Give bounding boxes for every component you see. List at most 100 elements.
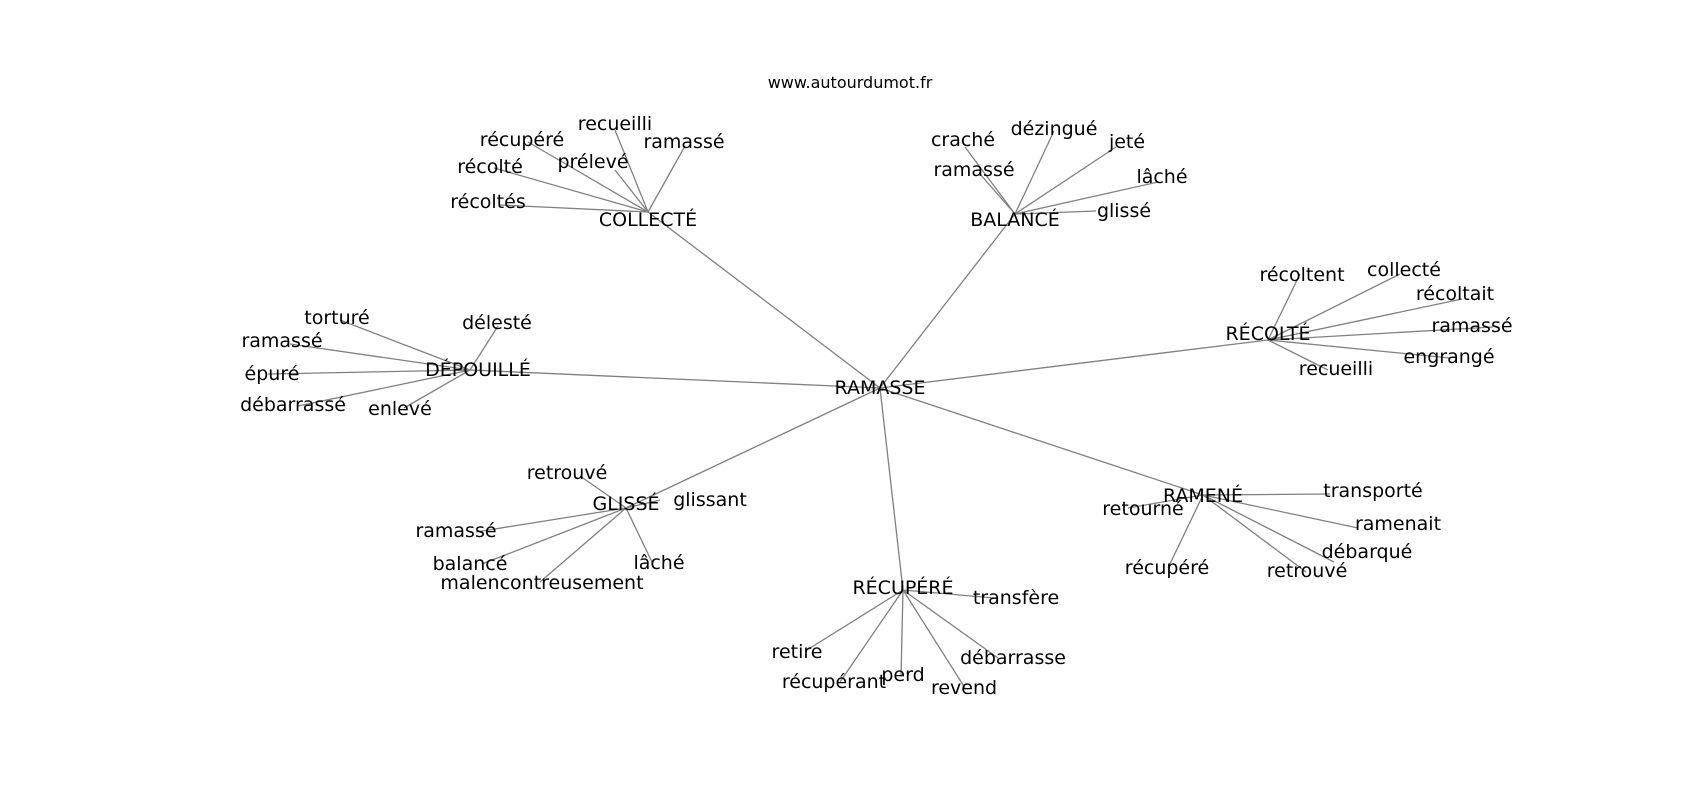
edge-recupere-leaf [902, 589, 995, 599]
leaf-node-label: délesté [462, 312, 532, 334]
edge-root-balance [879, 213, 1016, 389]
edge-depouille-leaf [297, 369, 471, 407]
edge-balance-leaf [964, 146, 1016, 215]
leaf-node-label: jeté [1108, 131, 1145, 153]
leaf-node-label: engrangé [1403, 346, 1494, 368]
leaf-node-label: malencontreusement [440, 572, 643, 594]
edge-recolte-leaf [1267, 273, 1401, 341]
edge-ramene-leaf [1202, 494, 1335, 563]
leaf-node-label: transfère [973, 587, 1059, 609]
leaf-node-label: enlevé [368, 398, 432, 420]
edge-collecte-leaf [527, 141, 649, 213]
leaf-node-label: récoltés [450, 191, 525, 213]
edge-ramene-leaf [1167, 494, 1204, 569]
leaf-node-label: transporté [1323, 480, 1422, 502]
leaf-node-label: torturé [304, 307, 369, 329]
leaf-node-label: ramassé [933, 159, 1014, 181]
leaf-node-label: ramassé [1431, 315, 1512, 337]
leaf-node-label: débarrassé [240, 394, 346, 416]
edge-root-glisse [625, 387, 881, 509]
leaf-node-label: ramassé [643, 131, 724, 153]
edge-glisse-leaf [475, 507, 627, 533]
leaf-node-label: perd [881, 664, 924, 686]
edge-recupere-leaf [902, 589, 999, 659]
hub-node-label-ramene: RAMENÉ [1163, 484, 1243, 507]
leaf-node-label: récupérant [782, 671, 886, 693]
edge-recolte-leaf [1267, 298, 1463, 341]
leaf-node-label: recueilli [1299, 358, 1373, 380]
hub-node-label-recupere: RÉCUPÉRÉ [852, 576, 953, 599]
edge-recupere-leaf [839, 589, 904, 683]
edge-ramene-leaf [1202, 493, 1331, 496]
leaf-node-label: récoltait [1416, 283, 1494, 305]
edge-collecte-leaf [614, 169, 649, 213]
edge-root-depouille [469, 369, 881, 389]
leaf-node-label: récupéré [1125, 557, 1209, 579]
leaf-node-label: revend [931, 677, 997, 699]
edge-root-recupere [879, 387, 904, 591]
edge-collecte-leaf [647, 145, 686, 213]
edge-collecte-leaf [614, 129, 649, 213]
leaf-node-label: dézingué [1011, 118, 1098, 140]
edge-recupere-leaf [806, 589, 904, 651]
leaf-node-label: récolté [457, 156, 523, 178]
edge-recolte-leaf [1267, 326, 1494, 341]
edge-ramene-leaf [1127, 494, 1204, 509]
edge-root-ramene [879, 387, 1204, 496]
edge-ramene-leaf [1202, 494, 1359, 529]
leaf-node-label: prélevé [557, 151, 628, 173]
edge-glisse-leaf [625, 499, 661, 509]
edge-depouille-leaf [267, 369, 471, 375]
edges-layer [267, 129, 1494, 689]
edge-recolte-leaf [1267, 339, 1329, 371]
edge-root-recolte [879, 339, 1269, 389]
leaf-node-label: lâché [1136, 166, 1187, 188]
hub-node-label-collecte: COLLECTÉ [599, 208, 697, 231]
edge-depouille-leaf [403, 369, 471, 409]
leaf-node-label: craché [931, 129, 995, 151]
edge-recupere-leaf [902, 589, 966, 689]
leaf-node-label: glissé [1097, 200, 1151, 222]
leaf-node-label: ramassé [241, 330, 322, 352]
edge-recolte-leaf [1267, 273, 1301, 341]
leaf-node-label: glissant [673, 489, 747, 511]
leaf-node-label: retrouvé [527, 462, 608, 484]
edge-balance-leaf [1014, 210, 1097, 215]
leaf-node-label: retourné [1102, 498, 1183, 520]
edge-collecte-leaf [499, 204, 649, 213]
leaf-node-label: récupéré [480, 129, 564, 151]
edge-glisse-leaf [579, 475, 627, 509]
edge-recupere-leaf [900, 589, 904, 677]
edge-balance-leaf [1014, 181, 1159, 215]
edge-recolte-leaf [1267, 339, 1451, 359]
leaf-node-label: débarrasse [960, 647, 1066, 669]
edge-glisse-leaf [539, 507, 627, 583]
edge-glisse-leaf [481, 507, 627, 565]
edge-balance-leaf [979, 173, 1016, 215]
edge-balance-leaf [1014, 146, 1117, 215]
leaf-node-label: collecté [1367, 259, 1441, 281]
leaf-node-label: épuré [245, 363, 300, 385]
hub-node-label-recolte: RÉCOLTÉ [1225, 322, 1310, 345]
hub-node-label-balance: BALANCÉ [970, 208, 1060, 231]
hub-node-label-depouille: DÉPOUILLÉ [425, 358, 531, 381]
hub-node-label-glisse: GLISSÉ [592, 492, 659, 515]
leaf-node-label: ramassé [415, 520, 496, 542]
edge-depouille-leaf [289, 343, 471, 371]
edge-depouille-leaf [339, 319, 471, 371]
leaf-node-label: débarqué [1322, 541, 1413, 563]
edge-ramene-leaf [1202, 494, 1307, 573]
leaf-node-label: retire [772, 641, 823, 663]
leaf-node-label: balancé [433, 553, 508, 575]
labels-layer: RAMASSECOLLECTÉrecueillirécupéréprélevér… [240, 113, 1512, 699]
leaf-node-label: ramenait [1355, 513, 1441, 535]
edge-root-collecte [647, 211, 881, 389]
leaf-node-label: recueilli [578, 113, 652, 135]
root-node-label: RAMASSE [835, 377, 926, 399]
leaf-node-label: récoltent [1259, 264, 1344, 286]
source-label: www.autourdumot.fr [768, 73, 933, 92]
leaf-node-label: lâché [633, 552, 684, 574]
edge-collecte-leaf [493, 167, 649, 213]
edge-depouille-leaf [469, 325, 499, 371]
